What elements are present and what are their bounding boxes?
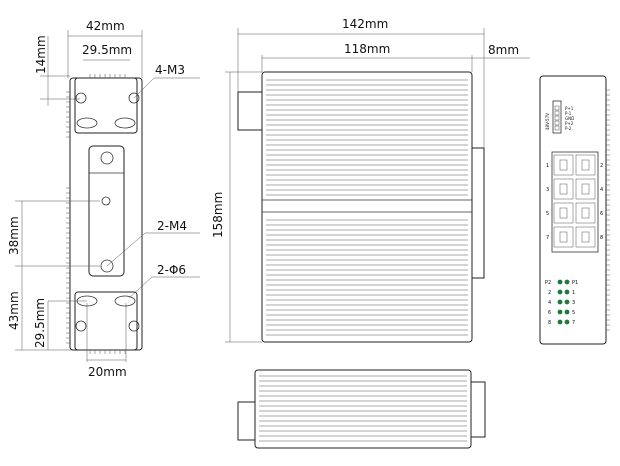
screw-m3-label: 4-M3 xyxy=(155,63,185,77)
side-view: 142mm 118mm 8mm 158mm xyxy=(211,17,530,343)
status-led-icon xyxy=(564,309,570,315)
terminal-pin-label: P-2 xyxy=(565,126,572,131)
rj45-port xyxy=(575,178,596,200)
bottom-offset-label: 43mm xyxy=(7,291,21,330)
status-led-icon xyxy=(564,279,570,285)
hole-spacing-bottom-label: 29.5mm xyxy=(33,298,47,348)
port-number: 8 xyxy=(600,235,603,241)
port-number: 1 xyxy=(546,163,549,169)
rj45-port xyxy=(553,178,574,200)
led-label: P1 xyxy=(572,280,578,286)
m3-screw-icon xyxy=(75,320,87,332)
terminal-pin-label: P+2 xyxy=(565,121,574,126)
rj45-port xyxy=(553,226,574,248)
status-led-icon xyxy=(557,289,563,295)
status-led-icon xyxy=(557,309,563,315)
terminal-pin-label: P-1 xyxy=(565,111,572,116)
screw-m4-label: 2-M4 xyxy=(157,219,187,233)
slot-label: 2-Φ6 xyxy=(157,263,186,277)
top-offset-label: 14mm xyxy=(34,35,48,74)
status-led-icon xyxy=(564,319,570,325)
width-42-label: 42mm xyxy=(86,19,125,33)
terminal-pin-label: GND xyxy=(565,116,574,121)
bottom-width-label: 20mm xyxy=(88,365,127,379)
led-label: 6 xyxy=(548,310,551,316)
port-number: 5 xyxy=(546,211,549,217)
port-number: 6 xyxy=(600,211,603,217)
status-led-icon xyxy=(557,319,563,325)
m4-screw-icon xyxy=(100,259,114,273)
status-led-icon xyxy=(557,299,563,305)
port-number: 3 xyxy=(546,187,549,193)
status-led-icon xyxy=(564,289,570,295)
led-label: 7 xyxy=(572,320,575,326)
led-label: P2 xyxy=(545,280,551,286)
rj45-port xyxy=(575,202,596,224)
port-number: 2 xyxy=(600,163,603,169)
bottom-view xyxy=(237,369,486,449)
port-number: 7 xyxy=(546,235,549,241)
rail-spacing-label: 38mm xyxy=(7,216,21,255)
led-label: 8 xyxy=(548,320,551,326)
m4-screw-icon xyxy=(100,151,114,165)
terminal-pin-label: P+1 xyxy=(565,106,574,111)
overall-length-label: 142mm xyxy=(342,17,388,31)
rj45-port xyxy=(553,202,574,224)
rj45-port xyxy=(575,154,596,176)
power-label: 48V-57V xyxy=(545,113,550,130)
rj45-port xyxy=(575,226,596,248)
rj45-port-block xyxy=(551,151,599,253)
din-rail-clip xyxy=(88,145,125,277)
led-label: 4 xyxy=(548,300,551,306)
rail-depth-label: 8mm xyxy=(488,43,519,57)
m3-screw-icon xyxy=(128,92,140,104)
m3-screw-icon xyxy=(128,320,140,332)
led-label: 5 xyxy=(572,310,575,316)
led-label: 3 xyxy=(572,300,575,306)
status-led-icon xyxy=(557,279,563,285)
led-label: 1 xyxy=(572,290,575,296)
status-led-icon xyxy=(564,299,570,305)
port-number: 4 xyxy=(600,187,603,193)
back-view: 42mm 29.5mm 4-M3 2-M4 2-Φ6 20mm 14mm 38m… xyxy=(7,19,200,379)
height-label: 158mm xyxy=(211,192,225,238)
hole-spacing-top-label: 29.5mm xyxy=(82,43,132,57)
m3-screw-icon xyxy=(75,92,87,104)
rj45-port xyxy=(553,154,574,176)
led-label: 2 xyxy=(548,290,551,296)
body-length-label: 118mm xyxy=(344,42,390,56)
power-terminal xyxy=(552,100,562,134)
